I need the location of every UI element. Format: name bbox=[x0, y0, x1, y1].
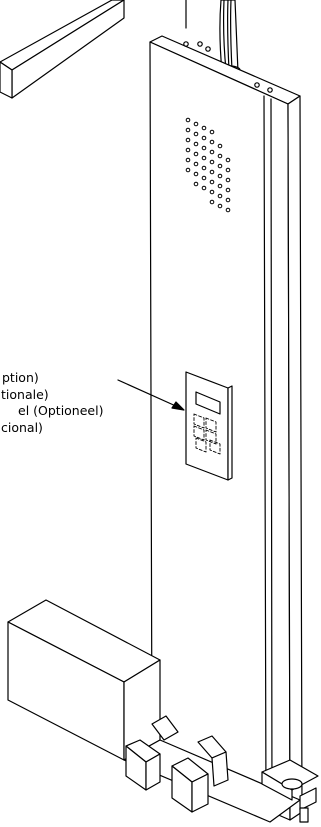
callout-text: ption) tionale) el (Optioneel) cional) bbox=[0, 370, 200, 436]
callout-line-1: ption) bbox=[2, 370, 39, 385]
top-bolts bbox=[183, 41, 273, 93]
callout-line-3: el (Optioneel) bbox=[18, 403, 104, 418]
base-box bbox=[7, 599, 161, 761]
corner-bracket bbox=[261, 759, 319, 823]
callout-arrow bbox=[117, 379, 185, 411]
callout-line-4: cional) bbox=[1, 419, 43, 435]
switch-right bbox=[171, 735, 229, 813]
top-beam bbox=[0, 0, 125, 99]
callout-line-2: tionale) bbox=[1, 386, 49, 402]
speaker-grille bbox=[185, 117, 231, 213]
switch-left bbox=[125, 715, 179, 791]
keypad-keys bbox=[193, 413, 221, 455]
keypad-panel bbox=[185, 371, 233, 481]
keypad-display bbox=[195, 391, 221, 415]
